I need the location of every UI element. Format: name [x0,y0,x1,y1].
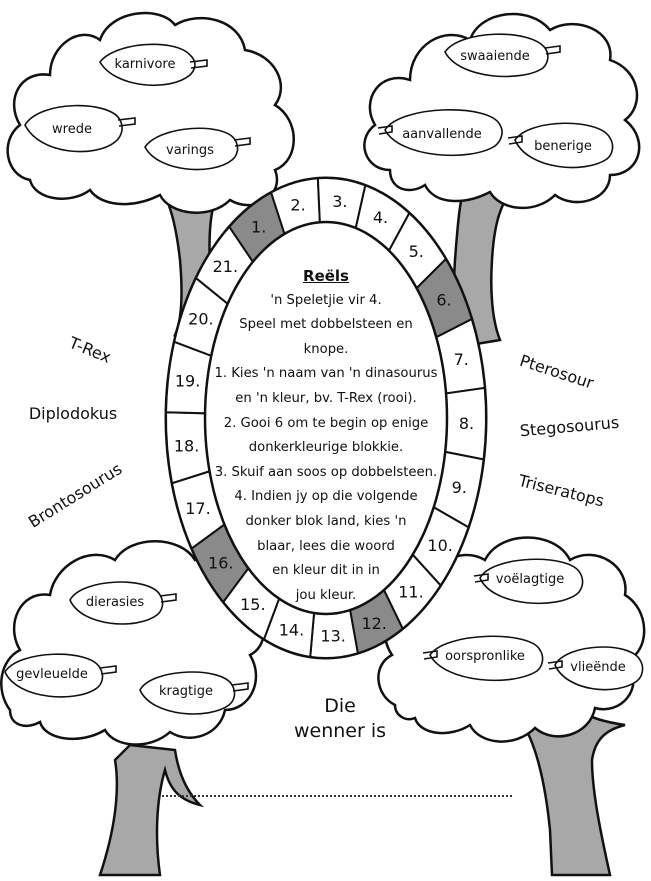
rules-line: knope. [303,341,349,357]
rules-line: donkerkleurige blokkie. [248,440,404,456]
leaf-word[interactable]: varings [166,143,214,158]
leaf-words: karnivore wrede varings swaaiende aanval… [16,49,626,699]
square-number: 18. [174,436,199,455]
winner-line-2: wenner is [293,720,387,742]
rules-panel: Reëls 'n Speletjie vir 4. Speel met dobb… [212,264,440,608]
rules-line: jou kleur. [295,587,357,603]
winner-line-1: Die [324,695,356,717]
rules-line: 3. Skuif aan soos op dobbelsteen. [214,464,438,480]
rules-line: 1. Kies 'n naam van 'n dinasourus [214,366,438,382]
leaf-word[interactable]: kragtige [159,684,213,699]
square-number: 13. [320,627,345,646]
square-number: 8. [459,414,474,433]
rules-line: en kleur dit in in [272,563,380,579]
square-number: 3. [332,192,347,211]
rules-line: donker blok land, kies 'n [245,513,407,529]
leaf-word[interactable]: voëlagtige [496,572,564,587]
rules-line: 'n Speletjie vir 4. [270,292,382,308]
square-number: 1. [251,218,266,237]
rules-line: blaar, lees die woord [257,538,395,554]
leaf-word[interactable]: benerige [534,139,592,154]
square-number: 15. [240,595,265,614]
rules-line: 2. Gooi 6 om te begin op enige [223,415,429,431]
square-number: 7. [454,350,469,369]
square-number: 11. [398,583,423,602]
square-number: 5. [409,242,424,261]
leaf-word[interactable]: oorspronlike [445,649,525,664]
dino-name-pterosour[interactable]: Pterosour [517,351,596,393]
square-number: 21. [213,257,238,276]
dino-name-trex[interactable]: T-Rex [65,333,113,367]
rules-line: Speel met dobbelsteen en [239,317,413,333]
rules-title: Reëls [303,267,349,285]
leaf-word[interactable]: swaaiende [460,49,529,64]
oval-track: 1. 2. 3. 4. 5. 6. 7. 8. 9. 10. 11. 12. 13. 14. 15. 16. 1… [164,176,488,660]
dino-name-diplodokus[interactable]: Diplodokus [29,404,117,423]
leaf-word[interactable]: karnivore [115,57,176,72]
leaf-word[interactable]: vlieënde [570,660,625,675]
leaf-word[interactable]: aanvallende [402,127,482,142]
dino-name-brontosourus[interactable]: Brontosourus [25,459,125,532]
square-number: 19. [175,371,200,390]
leaf-shapes [4,33,644,715]
leaf-word[interactable]: wrede [52,122,92,137]
winner-name-line[interactable] [162,795,512,797]
square-number: 10. [427,536,452,555]
square-number: 17. [185,499,210,518]
square-number: 9. [452,478,467,497]
square-number: 12. [361,614,386,633]
square-number: 16. [208,553,233,572]
dino-name-triseratops[interactable]: Triseratops [516,471,607,511]
winner-label: Die wenner is [290,694,390,744]
leaf-word[interactable]: gevleuelde [16,667,88,682]
dino-name-stegosourus[interactable]: Stegosourus [519,413,620,441]
rules-line: 4. Indien jy op die volgende [234,489,418,505]
square-number: 4. [373,208,388,227]
rules-line: en 'n kleur, bv. T-Rex (rooi). [235,390,417,406]
square-number: 2. [290,195,305,214]
leaf-word[interactable]: dierasies [86,595,145,610]
square-number: 20. [188,310,213,329]
square-number: 6. [436,291,451,310]
square-number: 14. [279,620,304,639]
